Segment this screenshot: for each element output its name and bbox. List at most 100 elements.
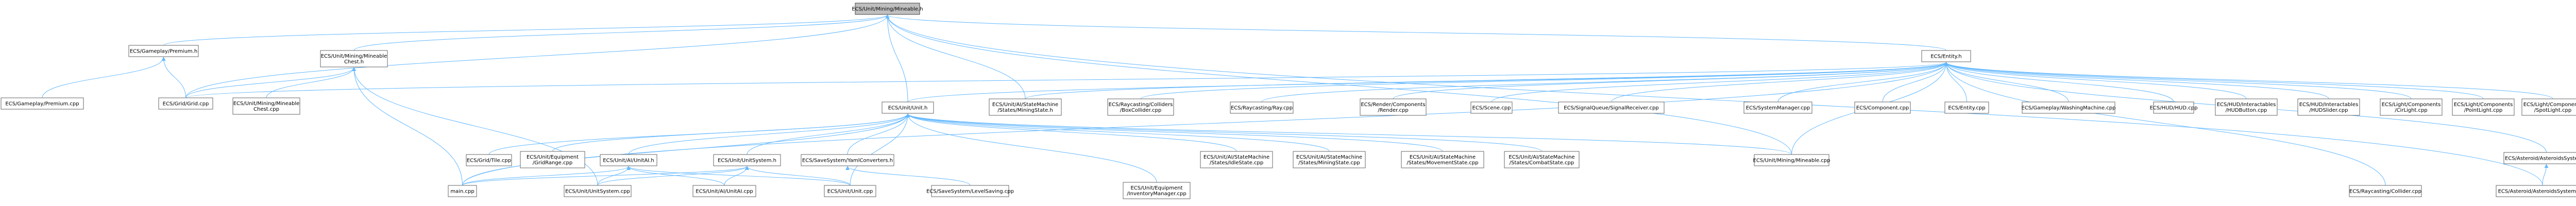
- file-node-box: [2153, 101, 2194, 114]
- file-node-combat-state[interactable]: ECS/Unit/AI/StateMachine/States/CombatSt…: [1504, 151, 1580, 168]
- file-node-label: ECS/Unit/Mining/Mineable.cpp: [1753, 158, 1831, 164]
- file-node-box: [2503, 152, 2576, 164]
- file-node-mining-state-cpp[interactable]: ECS/Unit/AI/StateMachine/States/MiningSt…: [1293, 151, 1366, 168]
- file-node-label: ECS/Entity.h: [1930, 54, 1961, 60]
- file-node-hud-button[interactable]: ECS/HUD/Interactables/HUDButton.cpp: [2215, 98, 2278, 116]
- file-node-component-cpp[interactable]: ECS/Component.cpp: [1854, 101, 1911, 114]
- file-node-label: /GridRange.cpp: [533, 160, 572, 166]
- file-node-circlight[interactable]: ECS/Light/Components/CirLight.cpp: [2380, 98, 2443, 116]
- file-node-label: ECS/Unit/UnitSystem.h: [718, 158, 776, 164]
- file-node-main-cpp[interactable]: main.cpp: [448, 185, 477, 197]
- file-node-unit-cpp[interactable]: ECS/Unit/Unit.cpp: [824, 185, 876, 197]
- file-node-asteroids-system-cpp[interactable]: ECS/Asteroid/AsteroidsSystem.cpp: [2496, 185, 2576, 197]
- file-node-box: [158, 97, 213, 110]
- file-node-label: /BoxCollider.cpp: [1120, 108, 1161, 113]
- file-node-unit-system-h[interactable]: ECS/Unit/UnitSystem.h: [713, 154, 781, 166]
- file-node-label: ECS/Unit/AI/StateMachine: [992, 102, 1058, 108]
- file-node-label: ECS/Unit/UnitSystem.cpp: [565, 189, 630, 195]
- file-node-render-components[interactable]: ECS/Render/Components/Render.cpp: [1360, 98, 1427, 116]
- include-edge: [1944, 62, 2386, 186]
- file-node-entity-h[interactable]: ECS/Entity.h: [1921, 50, 1971, 62]
- file-node-box: [232, 97, 300, 115]
- include-edge: [1944, 62, 2553, 99]
- file-node-label: ECS/Light/Components: [2454, 102, 2513, 108]
- file-node-asteroids-system-h[interactable]: ECS/Asteroid/AsteroidsSystem.h: [2503, 152, 2576, 164]
- file-node-signal-queue[interactable]: ECS/SignalQueue/SignalReceiver.cpp: [1558, 101, 1665, 114]
- file-node-hud-slider[interactable]: ECS/HUD/Interactables/HUDSlider.cpp: [2297, 98, 2360, 116]
- file-node-scene-cpp[interactable]: ECS/Scene.cpp: [1470, 101, 1513, 114]
- file-node-unit-h[interactable]: ECS/Unit/Unit.h: [882, 101, 934, 114]
- file-node-unit-ai-h[interactable]: ECS/Unit/AI/UnitAI.h: [600, 154, 657, 166]
- include-edge: [906, 113, 1237, 152]
- file-node-system-manager[interactable]: ECS/SystemManager.cpp: [1743, 101, 1812, 114]
- file-node-label: Chest.h: [344, 59, 364, 65]
- file-node-entity-cpp[interactable]: ECS/Entity.cpp: [1944, 101, 1989, 114]
- file-node-gp-premium-cpp[interactable]: ECS/Gameplay/Premium.cpp: [1, 97, 84, 110]
- file-node-box: [1230, 101, 1294, 114]
- include-edge: [906, 113, 1443, 152]
- include-edge: [850, 113, 910, 186]
- file-node-label: /States/MovementState.cpp: [1406, 160, 1478, 166]
- file-node-unit-ai-cpp[interactable]: ECS/Unit/AI/UnitAI.cpp: [692, 185, 756, 197]
- file-node-movement-state[interactable]: ECS/Unit/AI/StateMachine/States/Movement…: [1401, 151, 1484, 168]
- file-node-box: [2215, 98, 2278, 116]
- file-node-label: ECS/Gameplay/WashingMachine.cpp: [2022, 106, 2116, 111]
- file-node-gp-premium-h[interactable]: ECS/Gameplay/Premium.h: [128, 45, 199, 57]
- file-node-label: ECS/Asteroid/AsteroidsSystem.cpp: [2498, 189, 2576, 195]
- include-edge: [1944, 62, 2412, 99]
- file-node-box: [713, 154, 781, 166]
- file-node-box: [882, 101, 934, 114]
- file-node-mining-h[interactable]: ECS/Unit/Mining/Mineable.h: [852, 3, 923, 15]
- file-node-unit-equipment[interactable]: ECS/Unit/Equipment/GridRange.cpp: [520, 151, 585, 168]
- file-node-grid-tile[interactable]: ECS/Grid/Tile.cpp: [466, 154, 512, 166]
- include-edge: [626, 166, 851, 186]
- file-node-raycasting-collider[interactable]: ECS/Raycasting/Collider.cpp: [2349, 185, 2422, 197]
- file-node-label: /Render.cpp: [1378, 108, 1408, 113]
- include-edge: [1944, 62, 2069, 102]
- include-edge: [885, 14, 2543, 186]
- include-edge: [906, 113, 1330, 152]
- file-node-label: ECS/HUD/Interactables: [2217, 102, 2276, 108]
- file-node-pointlight[interactable]: ECS/Light/Components/PointLight.cpp: [2452, 98, 2515, 116]
- file-node-save-level[interactable]: ECS/SaveSystem/LevelSaving.cpp: [926, 185, 1014, 197]
- file-node-label: ECS/Raycasting/Colliders: [1109, 102, 1173, 108]
- file-node-label: ECS/Grid/Tile.cpp: [467, 158, 511, 164]
- file-node-box: [2521, 98, 2576, 116]
- file-node-washing-machine[interactable]: ECS/Gameplay/WashingMachine.cpp: [2022, 101, 2116, 114]
- file-node-label: /SpotLight.cpp: [2534, 108, 2571, 113]
- file-node-label: ECS/HUD/HUD.cpp: [2150, 106, 2198, 111]
- file-node-grid-cpp[interactable]: ECS/Grid/Grid.cpp: [158, 97, 213, 110]
- include-edge: [462, 113, 910, 186]
- file-node-label: ECS/Raycasting/Collider.cpp: [2349, 189, 2421, 195]
- file-node-hud-cpp[interactable]: ECS/HUD/HUD.cpp: [2150, 101, 2198, 114]
- file-node-label: /States/MiningState.cpp: [1298, 160, 1360, 166]
- include-edge: [1611, 62, 1948, 102]
- file-node-box: [1944, 101, 1989, 114]
- file-node-box: [1558, 101, 1665, 114]
- file-node-save-yaml[interactable]: ECS/SaveSystem/YamlConverters.h: [801, 154, 894, 166]
- file-node-spotlight[interactable]: ECS/Light/Components/SpotLight.cpp: [2521, 98, 2576, 116]
- file-node-raycasting-colliders[interactable]: ECS/Raycasting/Colliders/BoxCollider.cpp: [1107, 98, 1174, 116]
- include-edge: [885, 14, 1026, 99]
- file-node-mineable-cpp[interactable]: ECS/Unit/Mining/Mineable.cpp: [1753, 154, 1831, 166]
- file-node-label: ECS/Render/Components: [1361, 102, 1425, 108]
- file-node-label: ECS/Scene.cpp: [1472, 106, 1511, 111]
- file-node-label: ECS/Unit/Equipment: [1130, 185, 1182, 191]
- file-node-box: [2380, 98, 2443, 116]
- file-node-mining-state-h[interactable]: ECS/Unit/AI/StateMachine/States/MiningSt…: [989, 98, 1062, 116]
- file-node-unit-system-cpp[interactable]: ECS/Unit/UnitSystem.cpp: [564, 185, 632, 197]
- file-node-box: [1200, 151, 1273, 168]
- file-node-idle-state[interactable]: ECS/Unit/AI/StateMachine/States/IdleStat…: [1200, 151, 1273, 168]
- include-edge: [906, 113, 1542, 152]
- file-node-box: [824, 185, 876, 197]
- file-node-label: ECS/SignalQueue/SignalReceiver.cpp: [1564, 106, 1658, 111]
- file-node-label: Chest.cpp: [253, 107, 279, 112]
- file-node-inventory-manager[interactable]: ECS/Unit/Equipment/InventoryManager.cpp: [1123, 182, 1191, 199]
- include-edge: [628, 113, 910, 155]
- file-node-raycasting-ray[interactable]: ECS/Raycasting/Ray.cpp: [1230, 101, 1294, 114]
- file-node-label: ECS/Unit/Mining/Mineable.h: [852, 7, 923, 12]
- file-node-label: ECS/Light/Components: [2382, 102, 2441, 108]
